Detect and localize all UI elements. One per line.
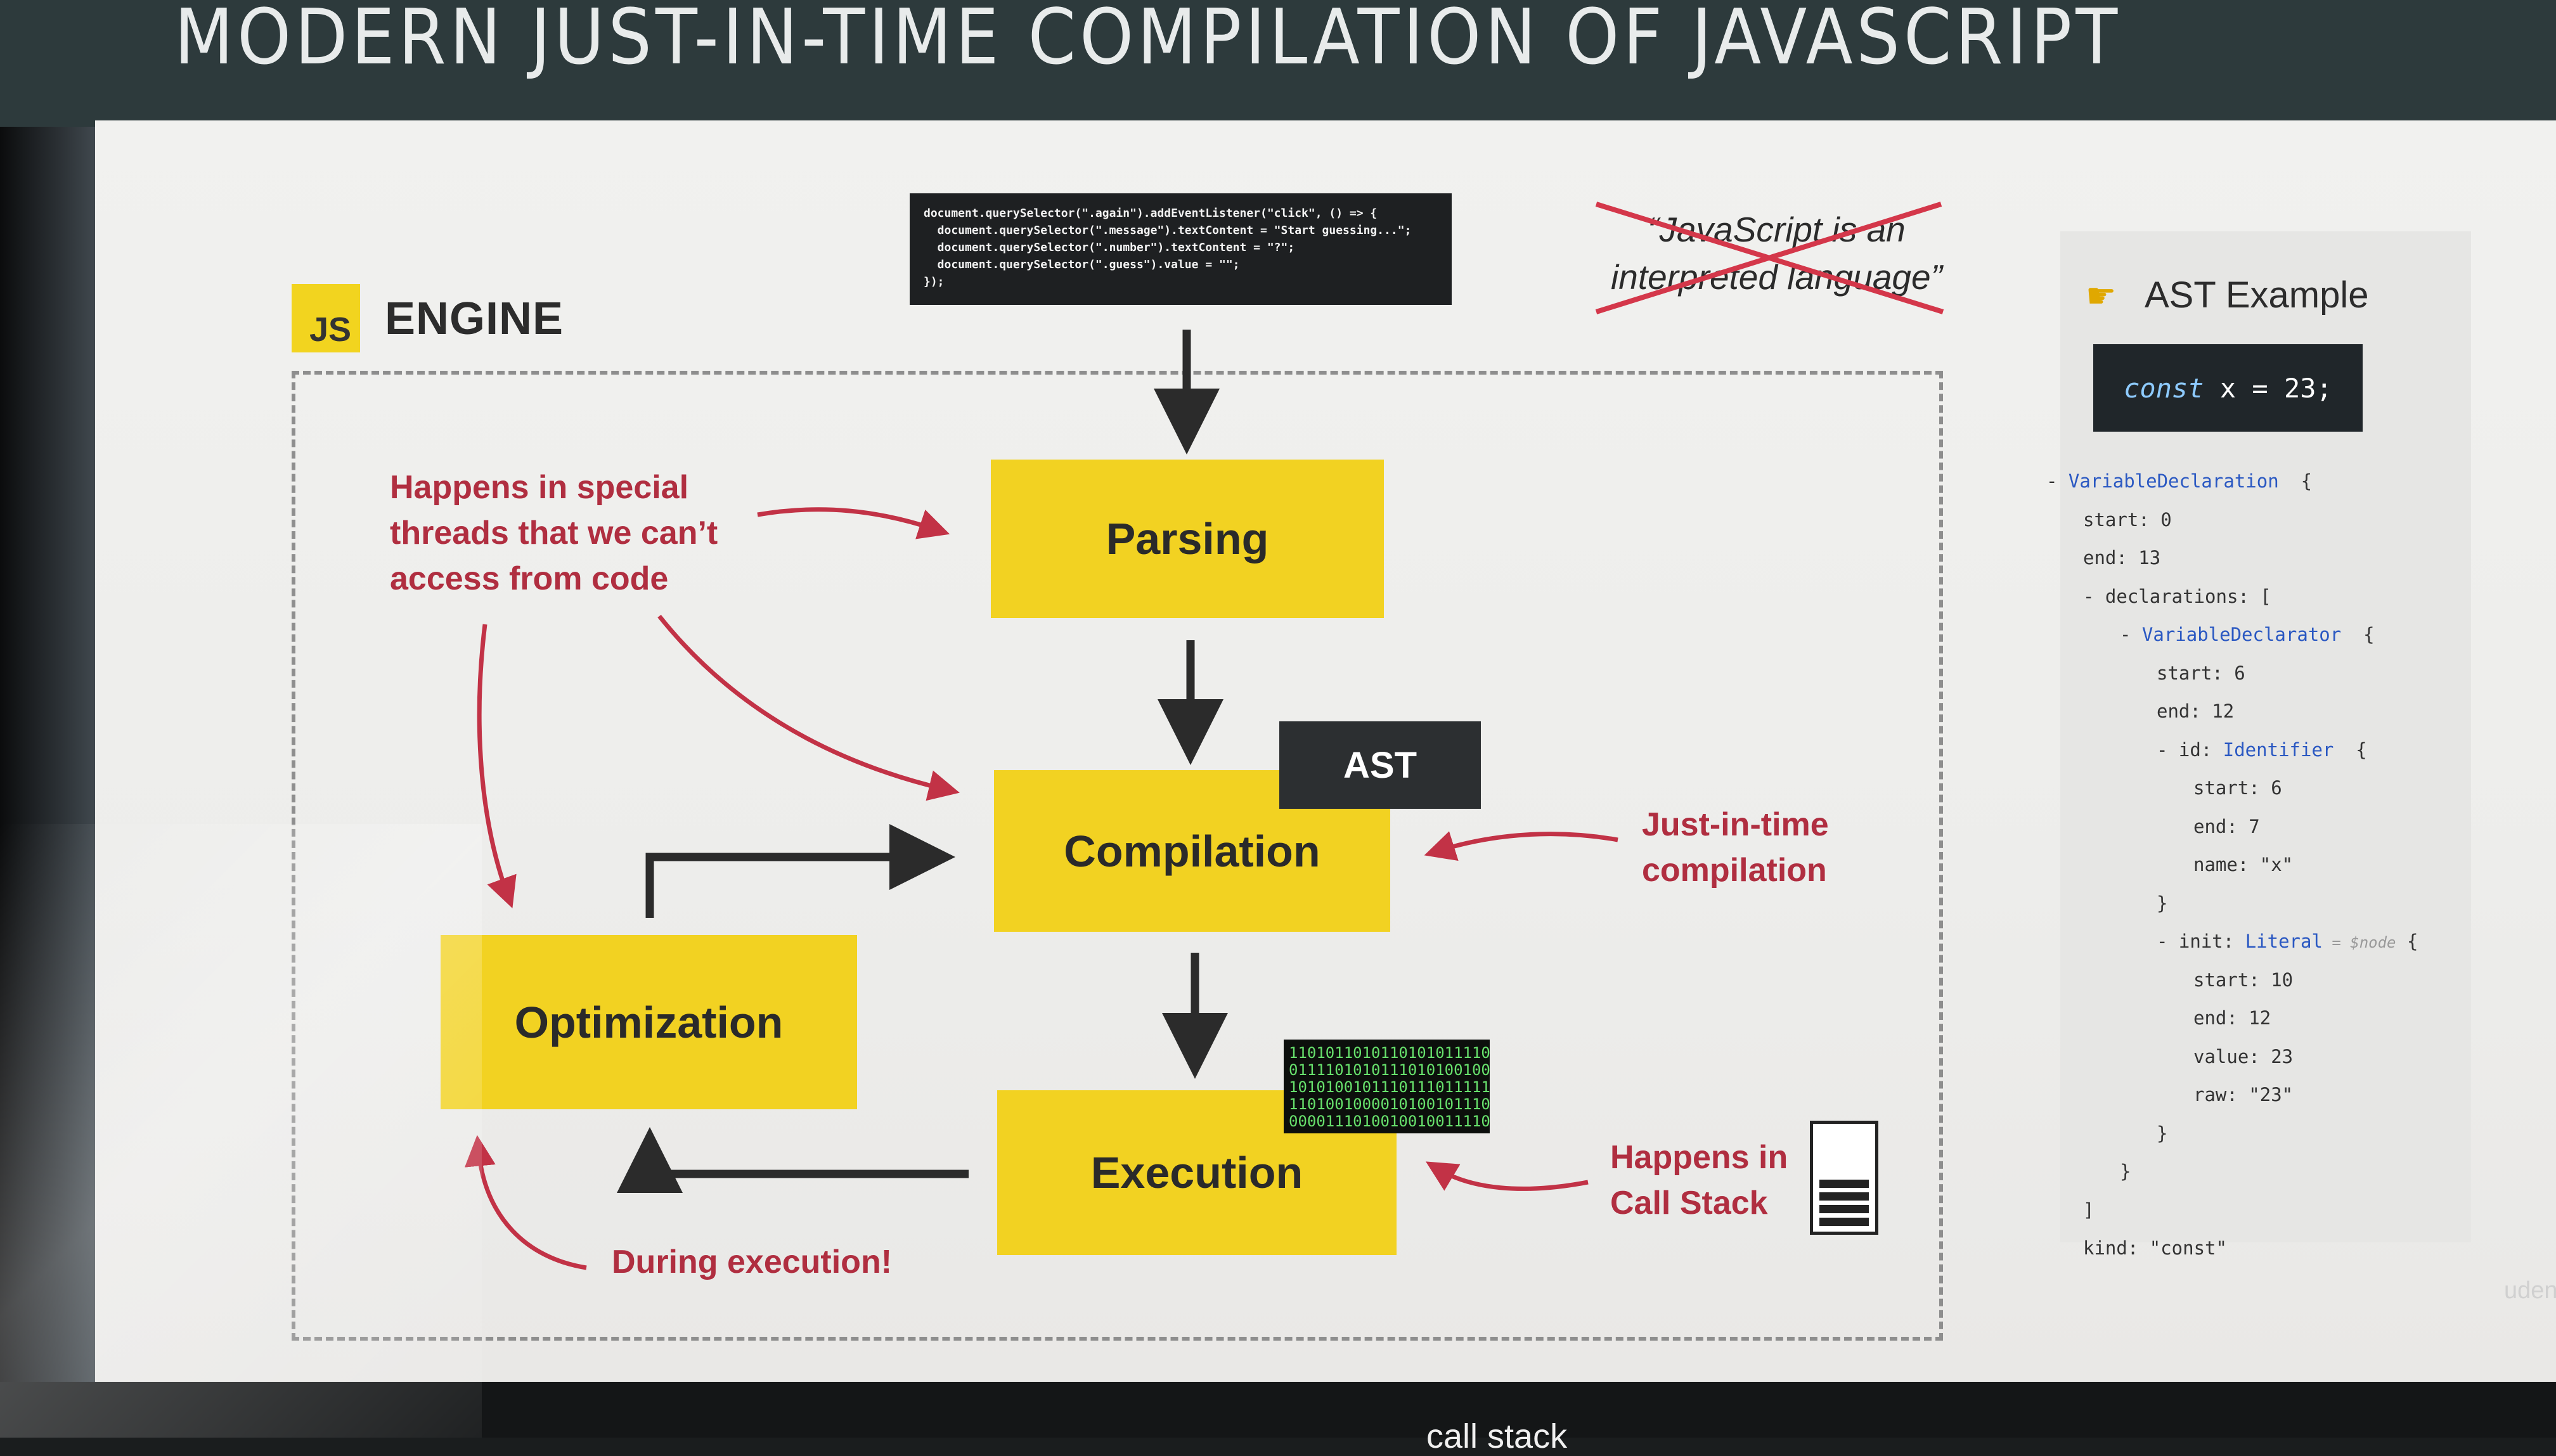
ast-key: start: 6 — [2193, 777, 2282, 799]
ast-key: kind: "const" — [2083, 1237, 2227, 1259]
ast-node-line: - VariableDeclaration { — [2046, 470, 2313, 492]
ast-key: id: — [2178, 738, 2223, 761]
ast-key: end: 12 — [2157, 700, 2235, 722]
watermark: uden — [2504, 1277, 2556, 1304]
ast-node-line: raw: "23" — [2193, 1084, 2293, 1105]
title-bar — [0, 0, 2556, 127]
subtitle-caption: call stack — [1426, 1417, 1568, 1455]
bottom-bar — [0, 1382, 2556, 1438]
ast-key: end: 7 — [2193, 815, 2260, 837]
threads-note: Happens in special threads that we can’t… — [390, 469, 718, 597]
optimization-to-compilation-arrow — [645, 824, 955, 918]
code-line: document.querySelector(".message").textC… — [924, 224, 1412, 237]
ast-node-type: Identifier — [2223, 738, 2334, 761]
threads-to-optimization-arrow — [477, 624, 517, 909]
ast-node-line: kind: "const" — [2083, 1237, 2227, 1259]
pointing-hand-icon: ☛ — [2086, 277, 2117, 315]
ast-node-line: start: 6 — [2193, 777, 2282, 799]
ast-node-line: - init: Literal = $node { — [2157, 931, 2418, 952]
ast-key: } — [2120, 1161, 2131, 1182]
engine-label: ENGINE — [385, 293, 564, 344]
ast-node-line: start: 10 — [2193, 969, 2293, 991]
parsing-step: Parsing — [991, 460, 1384, 618]
js-logo: JS — [292, 284, 360, 352]
ast-node-line: start: 0 — [2083, 509, 2172, 531]
optimization-step: Optimization — [441, 935, 857, 1109]
code-snippet: document.querySelector(".again").addEven… — [910, 193, 1452, 305]
ast-annotation: = $node — [2322, 934, 2396, 951]
ast-key: } — [2157, 1122, 2168, 1144]
execution-to-optimization-arrow — [617, 1127, 969, 1193]
ast-node-line: ] — [2083, 1199, 2094, 1221]
code-line: document.querySelector(".number").textCo… — [924, 241, 1295, 254]
callstack-note: Happens in Call Stack — [1610, 1139, 1788, 1221]
ast-tag: AST — [1279, 721, 1481, 809]
ast-node-line: - declarations: [ — [2083, 585, 2271, 607]
binary-line: 0000111010010010011110 — [1289, 1112, 1490, 1130]
ast-node-line: name: "x" — [2193, 854, 2293, 875]
machine-code-block: 1101011010110101011110 01111010101110101… — [1284, 1040, 1490, 1133]
ast-key: init: — [2178, 931, 2245, 952]
call-stack-icon — [1810, 1121, 1878, 1235]
ast-node-line: end: 7 — [2193, 816, 2260, 837]
engine-boundary — [292, 371, 1943, 1341]
ast-code-sample: const x = 23; — [2093, 344, 2363, 432]
ast-node-line: } — [2157, 1123, 2167, 1144]
code-statement: x = 23; — [2204, 372, 2332, 404]
ast-key: start: 0 — [2083, 508, 2172, 531]
slide-title: MODERN JUST-IN-TIME COMPILATION OF JAVAS… — [174, 0, 2122, 82]
binary-line: 0111101010111010100100 — [1289, 1061, 1490, 1079]
ast-node-line: - VariableDeclarator { — [2120, 624, 2375, 645]
code-line: }); — [924, 275, 945, 288]
ast-node-type: VariableDeclarator — [2141, 624, 2342, 645]
binary-line: 1101001000010100101110 — [1289, 1095, 1490, 1113]
jit-note: Just-in-time compilation — [1642, 806, 1829, 889]
jit-to-compilation-arrow — [1424, 831, 1618, 861]
ast-key: end: 13 — [2083, 547, 2161, 569]
ast-node-line: - id: Identifier { — [2157, 738, 2367, 761]
ast-key: raw: "23" — [2193, 1084, 2294, 1105]
ast-node-line: end: 12 — [2157, 700, 2234, 722]
code-line: document.querySelector(".guess").value =… — [924, 258, 1240, 271]
binary-line: 1101011010110101011110 — [1289, 1044, 1490, 1062]
callstack-to-execution-arrow — [1425, 1161, 1589, 1191]
ast-node-type: Literal — [2245, 931, 2323, 952]
during-execution-note: During execution! — [612, 1244, 893, 1280]
during-to-optimization-arrow — [464, 1135, 587, 1270]
ast-key: start: 10 — [2193, 969, 2294, 991]
strike-line — [1595, 202, 1942, 314]
ast-node-type: VariableDeclaration — [2068, 470, 2279, 492]
device-bezel — [0, 0, 95, 1438]
ast-key: } — [2157, 892, 2168, 914]
myth-quote: “JavaScript is an interpreted language” — [1611, 210, 1942, 297]
ast-node-line: value: 23 — [2193, 1046, 2293, 1067]
binary-line: 1010100101110111011111 — [1289, 1078, 1490, 1096]
ast-example-title: AST Example — [2145, 274, 2369, 316]
ast-node-line: } — [2120, 1161, 2131, 1182]
code-keyword: const — [2124, 372, 2204, 404]
code-line: document.querySelector(".again").addEven… — [924, 207, 1378, 220]
ast-node-line: start: 6 — [2157, 662, 2245, 684]
threads-to-compilation-arrow — [657, 614, 960, 801]
ast-node-line: end: 13 — [2083, 547, 2160, 569]
ast-key: start: 6 — [2157, 662, 2245, 684]
threads-to-parsing-arrow — [757, 507, 950, 539]
ast-key: value: 23 — [2193, 1045, 2294, 1067]
ast-node-line: } — [2157, 892, 2167, 914]
ast-node-line: end: 12 — [2193, 1007, 2271, 1029]
ast-key: name: "x" — [2193, 854, 2294, 875]
screen-glare — [0, 824, 482, 1438]
ast-key: ] — [2083, 1199, 2094, 1221]
ast-key: end: 12 — [2193, 1007, 2271, 1029]
ast-key: declarations: [ — [2105, 585, 2271, 607]
